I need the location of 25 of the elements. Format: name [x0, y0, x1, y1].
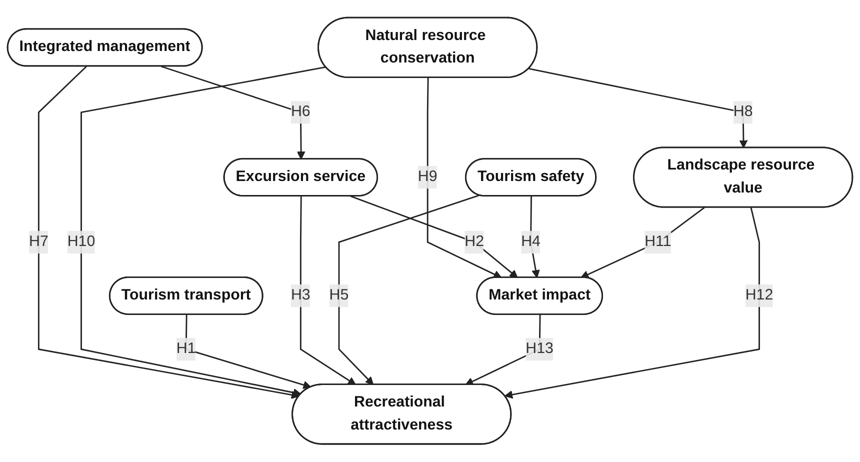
edge-label: H6 [290, 104, 310, 120]
edge-label: H8 [733, 104, 753, 120]
edge-label: H13 [526, 340, 554, 358]
arrow [185, 314, 312, 390]
arrow [580, 207, 705, 279]
edge-label: H5 [329, 287, 349, 304]
arrow [338, 194, 480, 386]
edge-label: H11 [644, 234, 672, 250]
arrow [80, 66, 326, 397]
edge-label: H9 [418, 168, 438, 186]
arrow [350, 196, 518, 278]
arrow [504, 208, 760, 399]
arrow [160, 66, 306, 160]
edge-label: H7 [28, 234, 48, 250]
edge-label: H12 [745, 287, 774, 304]
arrow [426, 78, 502, 278]
arrow [530, 196, 540, 278]
arrow [528, 68, 748, 148]
edge-label: H10 [67, 234, 96, 250]
arrow [38, 66, 300, 400]
edge-label: H4 [521, 234, 540, 250]
edge-label: H2 [464, 234, 484, 250]
edge-label: H3 [290, 287, 310, 304]
arrow [300, 196, 356, 386]
edge-label: H1 [176, 340, 196, 358]
